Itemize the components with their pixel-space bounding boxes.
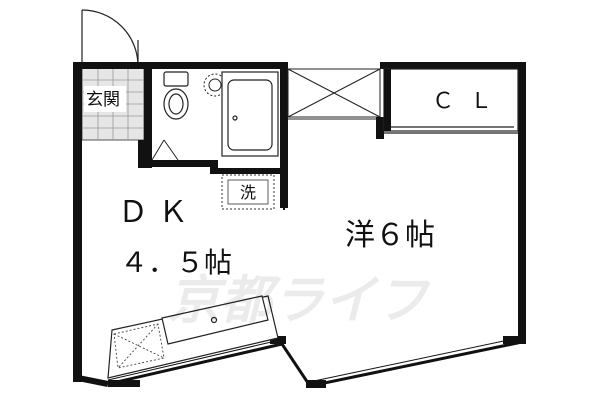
watermark: 京都ライフ — [168, 271, 431, 331]
storage-wall-stub — [376, 117, 384, 139]
bath-walls — [138, 68, 288, 208]
entrance-label: 玄関 — [86, 90, 120, 110]
closet-label: ＣＬ — [432, 89, 508, 114]
entrance-door — [81, 9, 139, 67]
washer-space: 洗 — [221, 174, 275, 210]
washer-label: 洗 — [240, 183, 256, 202]
window-marks — [108, 336, 523, 388]
storage-box — [287, 68, 381, 120]
western-room-label: 洋６帖 — [345, 218, 435, 253]
stove-area — [113, 323, 165, 369]
toilet-floor-triangle — [151, 139, 179, 161]
toilet — [163, 71, 189, 120]
bathtub — [221, 71, 279, 157]
kitchen-counter — [107, 295, 279, 379]
dk-size-label: ４．５帖 — [120, 246, 232, 279]
closet-wall — [384, 69, 391, 131]
bottom-walls — [77, 337, 523, 388]
dk-label: ＤＫ — [118, 195, 198, 230]
partition-wall — [280, 200, 287, 208]
